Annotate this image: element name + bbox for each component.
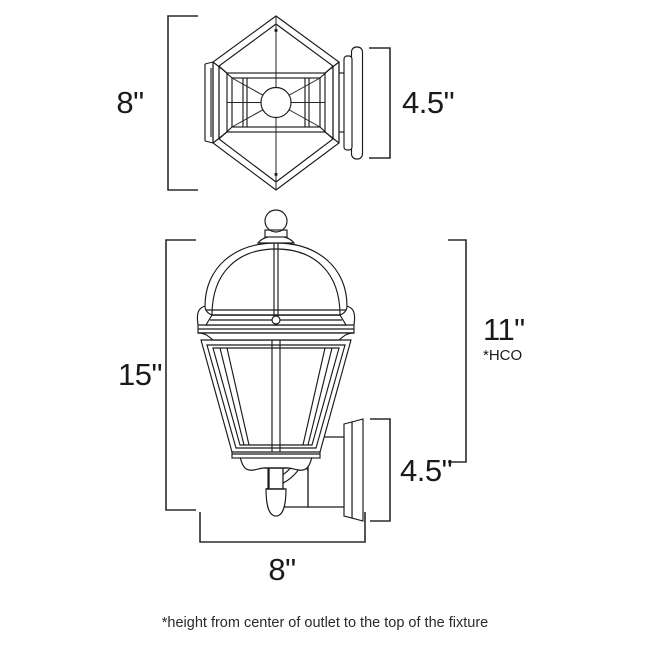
side-view-dome: [204, 242, 348, 316]
top-view-axis-ticks: [274, 29, 278, 176]
top-view-group: [204, 15, 364, 191]
dimension-outlet-height-label: 11": [483, 312, 525, 347]
top-view-corner-diagonals: [212, 61, 340, 144]
dimension-top-width-bracket: [167, 15, 198, 191]
dimension-outlet-height-bracket: [448, 239, 467, 463]
dimension-backplate-height-label: 4.5": [400, 453, 452, 488]
dimension-overall-width-label: 8": [268, 552, 295, 587]
dimension-top-depth-label: 4.5": [402, 85, 454, 120]
dimension-overall-height-bracket: [165, 239, 196, 511]
footnote-text: *height from center of outlet to the top…: [162, 615, 488, 631]
top-view-side-faces: [204, 61, 340, 144]
side-view-bottom-finial: [265, 467, 287, 517]
top-view-wall-plate: [343, 46, 364, 160]
side-view-glass-cage: [200, 339, 352, 453]
side-view-center-mullion: [271, 340, 281, 452]
side-view-backplate: [343, 418, 364, 522]
dimension-top-width-label: 8": [116, 85, 143, 120]
dimension-backplate-height-bracket: [370, 418, 391, 522]
top-view-center-socket: [260, 86, 292, 119]
dimension-overall-width-bracket: [199, 512, 366, 543]
side-view-top-finial: [256, 209, 296, 244]
dimension-outlet-height-note: *HCO: [483, 347, 522, 364]
side-view-corner-mullions: [219, 347, 333, 446]
dimension-overall-height-label: 15": [118, 357, 162, 392]
side-view-lower-bowl: [239, 455, 313, 471]
side-view-collar: [197, 324, 355, 341]
top-view-plate-arm: [339, 72, 344, 133]
side-view-group: [196, 209, 364, 522]
dimension-top-depth-bracket: [369, 47, 391, 159]
side-view-dome-stem: [271, 243, 281, 325]
side-view-dome-shoulders: [196, 305, 356, 326]
